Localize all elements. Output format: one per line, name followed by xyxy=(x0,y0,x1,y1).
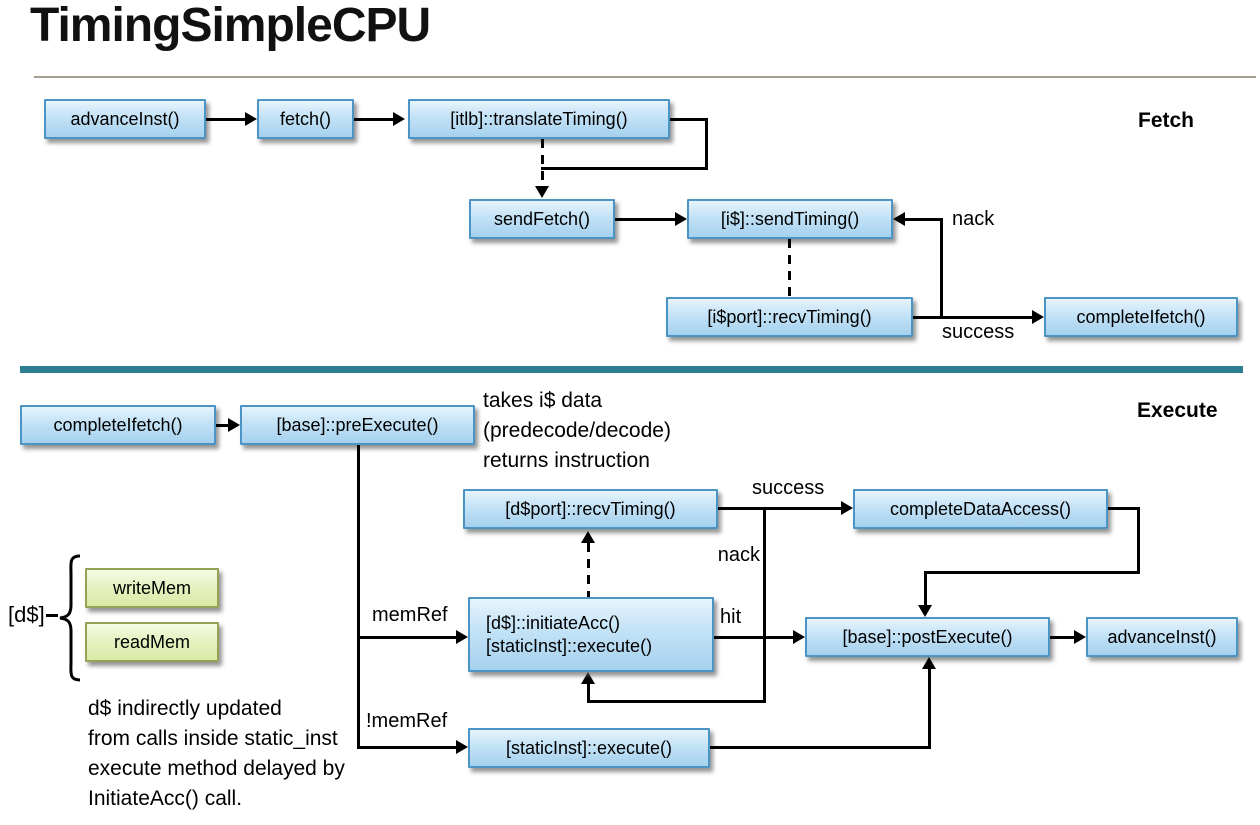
edge-dcache-tag-tick xyxy=(46,614,58,617)
node-advance-inst-execute: advanceInst() xyxy=(1086,617,1238,657)
edge-cda-loop-drop xyxy=(924,571,927,605)
label-success-execute: success xyxy=(752,477,825,499)
label-nack-execute: nack xyxy=(717,544,760,566)
note-pre-execute: takes i$ data (predecode/decode) returns… xyxy=(483,386,671,476)
note-line: (predecode/decode) xyxy=(483,419,671,442)
node-fetch-fn: fetch() xyxy=(257,99,354,139)
edge-completeifetch-to-preexecute xyxy=(216,424,230,427)
arrowhead xyxy=(456,630,468,644)
arrowhead xyxy=(793,630,805,644)
edge-staticinst-to-postexecute-up xyxy=(928,669,931,749)
node-dcache-port-recv-timing: [d$port]::recvTiming() xyxy=(463,489,718,529)
arrowhead xyxy=(1074,630,1086,644)
arrowhead xyxy=(841,501,853,515)
node-initiate-acc-line2: [staticInst]::execute() xyxy=(486,635,653,656)
edge-recvtiming-to-completedataaccess xyxy=(718,507,842,510)
node-initiate-acc-line1: [d$]::initiateAcc() xyxy=(486,613,621,633)
edge-nack-vertical-execute xyxy=(763,509,766,703)
edge-nack-return-up xyxy=(587,684,590,703)
note-dcache: d$ indirectly updated from calls inside … xyxy=(88,694,345,814)
node-send-fetch: sendFetch() xyxy=(469,199,615,239)
arrowhead xyxy=(228,418,240,432)
node-itlb-translate-timing: [itlb]::translateTiming() xyxy=(408,99,670,139)
edge-not-memref xyxy=(357,746,457,749)
page-title: TimingSimpleCPU xyxy=(30,0,431,52)
edge-nack-vertical-fetch xyxy=(940,219,943,319)
node-read-mem: readMem xyxy=(85,622,219,662)
note-line: d$ indirectly updated xyxy=(88,697,282,720)
arrowhead xyxy=(1032,310,1044,324)
edge-cda-loop-right xyxy=(1137,507,1140,574)
title-rule xyxy=(34,76,1256,78)
arrowhead xyxy=(581,672,595,684)
arrowhead xyxy=(675,212,687,226)
edge-initiateacc-to-recvtiming-dashed xyxy=(587,543,590,597)
note-line: takes i$ data xyxy=(483,389,603,412)
label-nack-fetch: nack xyxy=(952,208,995,230)
execute-section-label: Execute xyxy=(1137,399,1218,422)
label-success-fetch: success xyxy=(942,321,1015,343)
section-divider xyxy=(20,366,1243,373)
arrowhead xyxy=(535,186,549,198)
edge-nack-return-bottom xyxy=(587,700,766,703)
label-memref: memRef xyxy=(372,604,448,626)
edge-cda-loop-bottom xyxy=(924,571,1140,574)
arrowhead xyxy=(893,212,905,226)
node-pre-execute: [base]::preExecute() xyxy=(240,405,475,445)
label-not-memref: !memRef xyxy=(366,710,448,732)
arrowhead xyxy=(245,112,257,126)
note-line: returns instruction xyxy=(483,449,650,472)
edge-itlb-to-sendfetch-dashed xyxy=(541,139,544,186)
note-line: from calls inside static_inst xyxy=(88,727,338,750)
edge-itlb-loop-bottom xyxy=(541,167,708,170)
edge-memref xyxy=(357,636,457,639)
edge-itlb-loop-right xyxy=(705,118,708,170)
node-write-mem: writeMem xyxy=(85,568,219,608)
edge-fetch-to-itlb xyxy=(354,118,395,121)
node-icache-port-recv-timing: [i$port]::recvTiming() xyxy=(666,297,913,337)
node-complete-ifetch-fetch: completeIfetch() xyxy=(1044,297,1238,337)
node-icache-send-timing: [i$]::sendTiming() xyxy=(687,199,893,239)
arrowhead xyxy=(581,531,595,543)
node-static-inst-execute: [staticInst]::execute() xyxy=(468,728,710,768)
left-brace-icon xyxy=(59,554,81,682)
edge-cda-loop-top xyxy=(1108,507,1140,510)
edge-advanceinst-to-fetch xyxy=(206,118,247,121)
edge-nack-horizontal-fetch xyxy=(905,218,943,221)
node-complete-data-access: completeDataAccess() xyxy=(853,489,1108,529)
fetch-section-label: Fetch xyxy=(1138,109,1195,132)
node-complete-ifetch-execute: completeIfetch() xyxy=(20,405,216,445)
note-line: execute method delayed by xyxy=(88,757,345,780)
label-dcache-tag: [d$] xyxy=(8,602,45,627)
edge-staticinst-to-postexecute-bottom xyxy=(710,746,931,749)
edge-sendtiming-to-recvtiming-dashed xyxy=(788,239,791,297)
edge-hit xyxy=(714,636,795,639)
node-post-execute: [base]::postExecute() xyxy=(805,617,1050,657)
label-hit: hit xyxy=(720,606,742,628)
arrowhead xyxy=(918,605,932,617)
edge-itlb-loop-top xyxy=(670,118,708,121)
edge-postexecute-to-advanceinst xyxy=(1050,636,1076,639)
node-advance-inst-fetch: advanceInst() xyxy=(44,99,206,139)
arrowhead xyxy=(393,112,405,126)
edge-preexecute-trunk xyxy=(357,445,360,749)
edge-recvtiming-to-completeifetch xyxy=(913,316,1032,319)
node-initiate-acc: [d$]::initiateAcc() [staticInst]::execut… xyxy=(468,597,714,672)
note-line: InitiateAcc() call. xyxy=(88,787,243,810)
arrowhead xyxy=(456,740,468,754)
arrowhead xyxy=(922,657,936,669)
edge-sendfetch-to-icache xyxy=(615,218,677,221)
